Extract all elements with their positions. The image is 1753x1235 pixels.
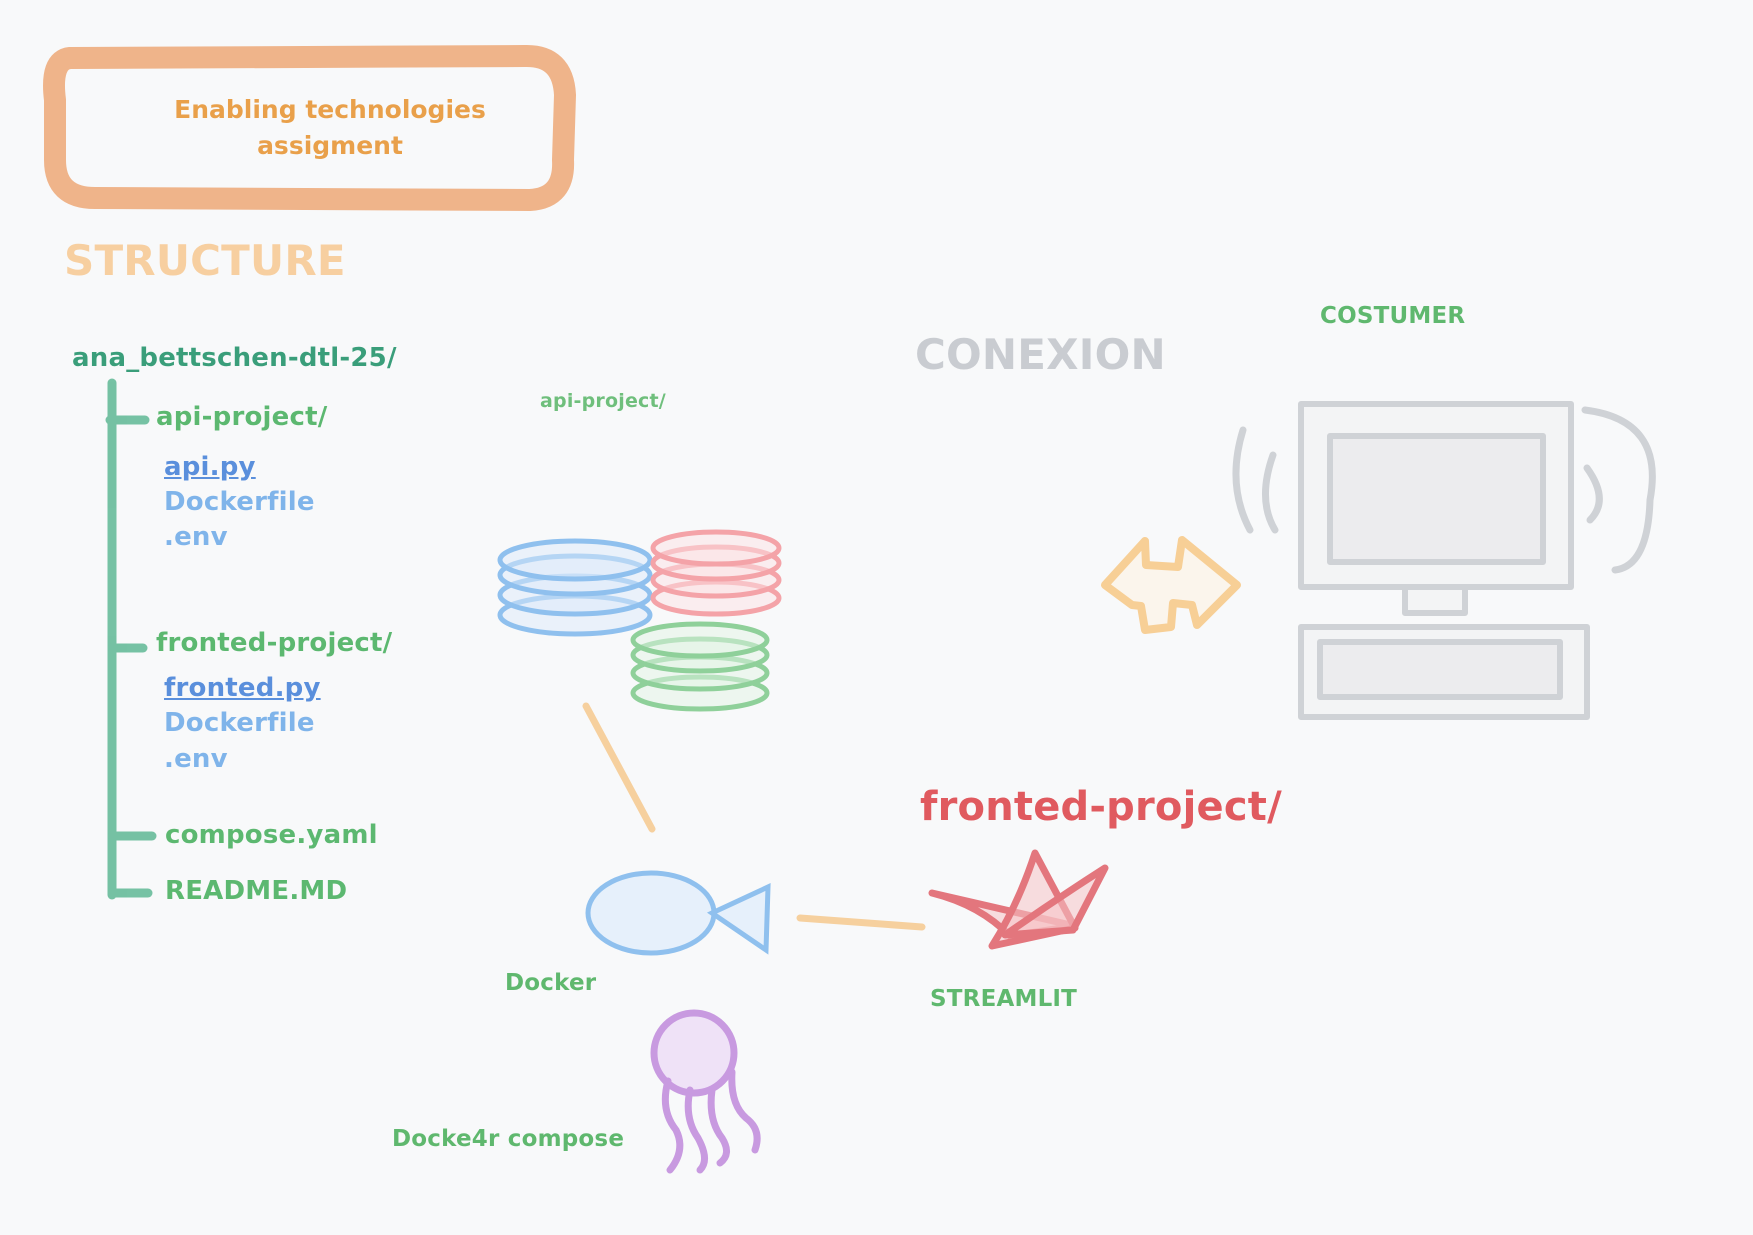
- tree-root-folder: ana_bettschen-dtl-25/: [72, 343, 397, 373]
- docker-fish-icon: [585, 870, 771, 956]
- jellyfish-icon: [650, 1009, 761, 1174]
- tree-folder-front: fronted-project/: [156, 628, 393, 658]
- page-title-line-1: Enabling technologies: [174, 95, 486, 124]
- tree-file-api-py[interactable]: api.py: [164, 452, 256, 482]
- tree-file-front-env: .env: [164, 744, 228, 774]
- page-title: Enabling technologies assigment: [95, 92, 565, 164]
- connectors: [582, 702, 926, 931]
- connector-stack-docker: [582, 702, 656, 833]
- frontend-project-label: fronted-project/: [920, 784, 1282, 830]
- bidirectional-arrow-icon: [1101, 536, 1241, 634]
- red-disk-stack-icon: [650, 529, 782, 617]
- tree-lines: [105, 378, 157, 900]
- tree-file-api-dockerfile: Dockerfile: [164, 487, 315, 517]
- conexion-heading: CONEXION: [915, 330, 1166, 379]
- computer-icon: [1298, 401, 1590, 720]
- tree-file-fronted-py[interactable]: fronted.py: [164, 673, 321, 703]
- title-box: [43, 45, 576, 211]
- streamlit-label: STREAMLIT: [930, 986, 1078, 1012]
- api-project-label: api-project/: [540, 390, 666, 412]
- sound-waves-icon: [1232, 406, 1656, 574]
- tree-folder-api: api-project/: [156, 402, 328, 432]
- structure-heading: STRUCTURE: [64, 236, 346, 285]
- docker-compose-label: Docke4r compose: [392, 1126, 625, 1152]
- docker-label: Docker: [505, 970, 597, 996]
- customer-label: COSTUMER: [1320, 303, 1466, 329]
- tree-file-readme: README.MD: [165, 876, 348, 906]
- page-title-line-2: assigment: [257, 131, 403, 160]
- blue-disk-stack-icon: [497, 538, 653, 637]
- green-disk-stack-icon: [630, 621, 770, 712]
- connector-docker-streamlit: [796, 914, 926, 931]
- tree-file-api-env: .env: [164, 522, 228, 552]
- streamlit-crown-icon: [928, 849, 1109, 950]
- tree-file-front-dockerfile: Dockerfile: [164, 708, 315, 738]
- tree-file-compose: compose.yaml: [165, 820, 378, 850]
